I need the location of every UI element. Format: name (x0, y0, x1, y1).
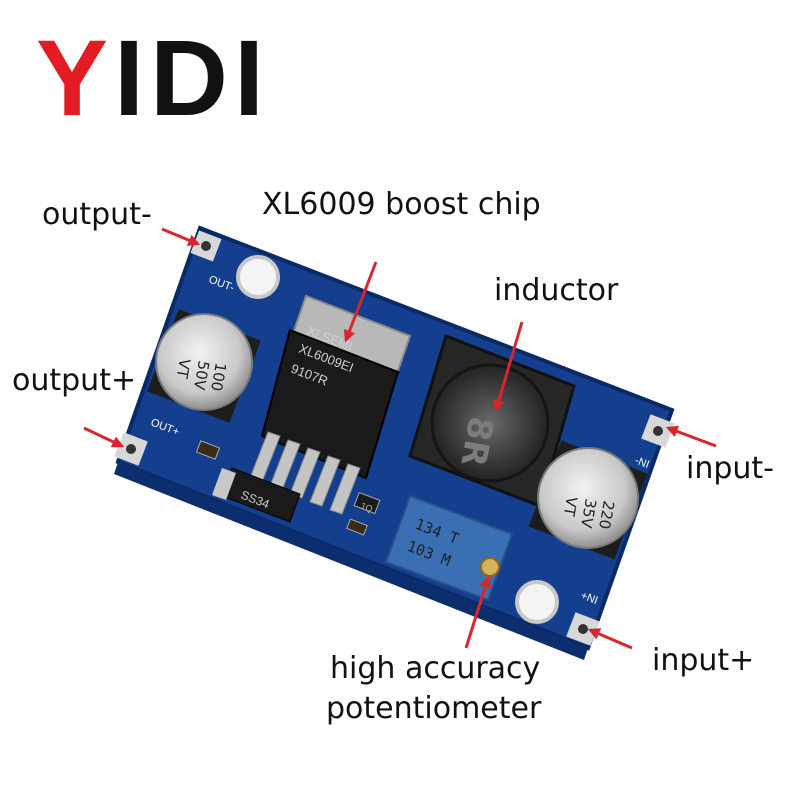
callout-chip: XL6009 boost chip (262, 187, 541, 222)
mount-hole-top-left (236, 255, 280, 299)
mount-hole-bottom-right (515, 580, 559, 624)
brand-logo-y: Y (36, 17, 115, 138)
arrow-output-minus (161, 227, 201, 246)
arrow-input-plus (587, 628, 633, 650)
diode: SS34 (212, 467, 301, 523)
inductor: 8R (408, 334, 576, 508)
silk-in-minus: -NI (633, 455, 651, 471)
callout-input-minus: input- (686, 451, 774, 486)
callout-inductor: inductor (494, 273, 619, 308)
inductor-marking: 8R (452, 413, 500, 469)
arrow-inductor (492, 321, 524, 413)
silk-in-plus: +NI (579, 590, 600, 607)
brand-logo: YIDI (36, 24, 270, 132)
callout-output-plus: output+ (12, 363, 137, 398)
cap-left-line3: VT (173, 357, 194, 380)
cap-right-line3: VT (560, 495, 581, 518)
cap-right-line2: 35V (577, 497, 600, 530)
arrow-chip (343, 261, 378, 343)
small-chip-marking: 1Q (359, 501, 374, 515)
small-smd-parts: 1Q (195, 440, 381, 536)
callout-output-minus: output- (42, 197, 152, 232)
arrow-input-minus (665, 425, 717, 448)
capacitor-right: 220 35V VT (528, 440, 648, 560)
cap-left-line1: 100 (207, 361, 230, 392)
pcb-board-shade (114, 462, 588, 660)
callout-potentiometer-line2: potentiometer (326, 691, 542, 726)
cap-right-line1: 220 (595, 499, 618, 530)
callout-input-plus: input+ (652, 643, 755, 678)
arrow-potentiometer (464, 575, 491, 649)
pot-screw (480, 557, 500, 577)
brand-logo-rest: IDI (114, 17, 271, 138)
potentiometer: 134 T 103 M (384, 494, 514, 602)
arrow-output-plus (83, 426, 125, 448)
capacitor-left: 100 50V VT (147, 309, 261, 423)
callout-potentiometer-line1: high accuracy (330, 651, 541, 686)
cap-left-line2: 50V (190, 359, 213, 392)
